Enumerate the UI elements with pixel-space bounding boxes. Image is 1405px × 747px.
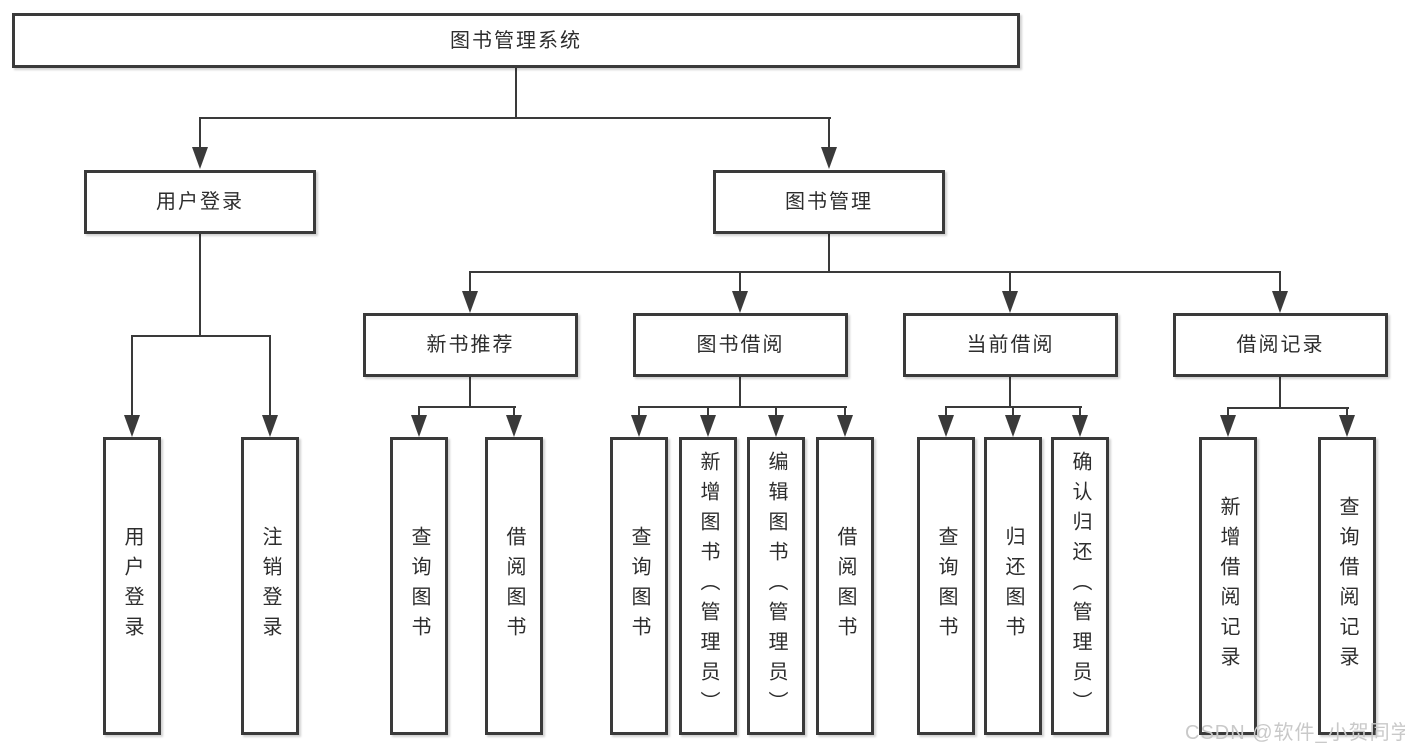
arrowhead-borrow-add [700,415,716,437]
leaf-confirm-return-admin-label: 确认归还（管理员） [1069,451,1091,721]
connector-l2-drop-3 [1009,271,1011,291]
connector-rec-rail [418,406,516,408]
arrowhead-new-book-rec [462,291,478,313]
leaf-borrow-query-books: 查询图书 [610,437,668,735]
connector-l1-drop-right [828,117,830,147]
connector-records-stem [1279,377,1281,408]
connector-rec-stem [469,377,471,407]
node-root-label: 图书管理系统 [450,29,582,52]
leaf-logout: 注销登录 [241,437,299,735]
arrowhead-rec-query [411,415,427,437]
connector-borrow-drop-4 [844,406,846,416]
arrowhead-user-login [192,147,208,169]
arrowhead-book-mgmt [821,147,837,169]
node-current-borrow: 当前借阅 [903,313,1118,377]
connector-records-drop-2 [1346,407,1348,416]
node-book-borrow: 图书借阅 [633,313,848,377]
node-borrow-records-label: 借阅记录 [1236,334,1325,356]
arrowhead-borrow-borrow [837,415,853,437]
leaf-add-books-admin-label: 新增图书（管理员） [697,451,719,721]
node-root: 图书管理系统 [12,13,1020,68]
connector-user-login-stem [199,234,201,337]
leaf-rec-query-books-label: 查询图书 [408,526,430,646]
connector-user-login-drop-1 [131,335,133,415]
leaf-query-borrow-record-label: 查询借阅记录 [1336,496,1358,676]
connector-rec-drop-2 [513,406,515,416]
connector-l2-drop-4 [1279,271,1281,291]
node-book-mgmt: 图书管理 [713,170,945,234]
arrowhead-borrow-edit [768,415,784,437]
connector-current-stem [1009,377,1011,407]
connector-l1-drop-left [199,117,201,147]
leaf-logout-label: 注销登录 [259,526,281,646]
node-new-book-rec-label: 新书推荐 [426,334,515,356]
arrowhead-current-return [1005,415,1021,437]
leaf-user-login-label: 用户登录 [121,526,143,646]
leaf-add-borrow-record: 新增借阅记录 [1199,437,1257,735]
leaf-query-borrow-record: 查询借阅记录 [1318,437,1376,735]
leaf-add-books-admin: 新增图书（管理员） [679,437,737,735]
arrowhead-leaf-user-login [124,415,140,437]
connector-user-login-drop-2 [269,335,271,415]
leaf-current-query-books-label: 查询图书 [935,526,957,646]
arrowhead-leaf-logout [262,415,278,437]
connector-borrow-drop-2 [707,406,709,416]
leaf-current-query-books: 查询图书 [917,437,975,735]
arrowhead-rec-borrow [506,415,522,437]
connector-l1-rail [199,117,831,119]
arrowhead-records-query [1339,415,1355,437]
leaf-borrow-borrow-books-label: 借阅图书 [834,526,856,646]
leaf-confirm-return-admin: 确认归还（管理员） [1051,437,1109,735]
connector-current-drop-2 [1012,406,1014,416]
connector-user-login-rail [131,335,271,337]
arrowhead-current-borrow [1002,291,1018,313]
connector-rec-drop-1 [418,406,420,416]
leaf-rec-borrow-books-label: 借阅图书 [503,526,525,646]
node-user-login: 用户登录 [84,170,316,234]
leaf-borrow-borrow-books: 借阅图书 [816,437,874,735]
connector-book-mgmt-stem [828,234,830,272]
leaf-return-books: 归还图书 [984,437,1042,735]
connector-records-rail [1227,407,1349,409]
connector-l2-drop-1 [469,271,471,291]
leaf-borrow-query-books-label: 查询图书 [628,526,650,646]
connector-borrow-stem [739,377,741,407]
leaf-return-books-label: 归还图书 [1002,526,1024,646]
leaf-rec-borrow-books: 借阅图书 [485,437,543,735]
connector-borrow-drop-1 [638,406,640,416]
csdn-watermark: CSDN @软件_小贺同学 [1185,722,1405,744]
arrowhead-borrow-records [1272,291,1288,313]
connector-l2-drop-2 [739,271,741,291]
leaf-edit-books-admin: 编辑图书（管理员） [747,437,805,735]
connector-current-drop-1 [945,406,947,416]
connector-borrow-rail [638,406,847,408]
arrowhead-current-query [938,415,954,437]
connector-borrow-drop-3 [775,406,777,416]
arrowhead-current-confirm [1072,415,1088,437]
node-new-book-rec: 新书推荐 [363,313,578,377]
node-current-borrow-label: 当前借阅 [966,334,1055,356]
connector-records-drop-1 [1227,407,1229,416]
node-book-mgmt-label: 图书管理 [785,191,873,213]
leaf-user-login: 用户登录 [103,437,161,735]
arrowhead-borrow-query [631,415,647,437]
node-borrow-records: 借阅记录 [1173,313,1388,377]
node-book-borrow-label: 图书借阅 [696,334,785,356]
leaf-add-borrow-record-label: 新增借阅记录 [1217,496,1239,676]
connector-l2-rail [469,271,1281,273]
leaf-edit-books-admin-label: 编辑图书（管理员） [765,451,787,721]
arrowhead-book-borrow [732,291,748,313]
arrowhead-records-add [1220,415,1236,437]
node-user-login-label: 用户登录 [156,191,244,213]
connector-root-stem [515,68,517,118]
leaf-rec-query-books: 查询图书 [390,437,448,735]
connector-current-drop-3 [1079,406,1081,416]
